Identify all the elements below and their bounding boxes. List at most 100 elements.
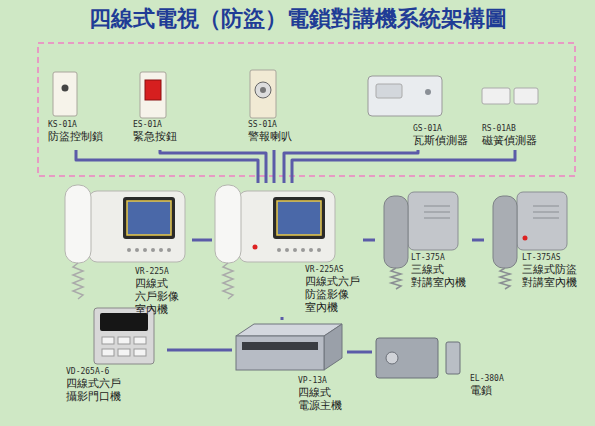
button bbox=[159, 248, 163, 252]
signal-wire bbox=[284, 150, 418, 183]
door-panel bbox=[94, 308, 154, 364]
label-block: LT-375AS三線式防盜 對講室內機 bbox=[522, 253, 577, 289]
device-node: VD-265A-6四線式六戶 攝影門口機 bbox=[62, 305, 167, 413]
terminal-strip bbox=[242, 342, 318, 350]
button bbox=[277, 248, 281, 252]
phone-handset bbox=[65, 185, 91, 263]
label-block: VD-265A-6四線式六戶 攝影門口機 bbox=[66, 367, 121, 403]
lock-cylinder bbox=[386, 352, 398, 364]
button bbox=[301, 248, 305, 252]
coiled-cord bbox=[391, 268, 401, 289]
model-number: GS-01A bbox=[413, 124, 468, 134]
key-switch bbox=[62, 85, 69, 92]
signal-wire bbox=[472, 239, 484, 242]
label-block: VR-225A四線式 六戶影像 室內機 bbox=[135, 267, 179, 316]
sensor-group-frame bbox=[38, 43, 575, 176]
coiled-cord bbox=[73, 263, 83, 299]
grille-line bbox=[533, 212, 559, 213]
grille-line bbox=[533, 218, 559, 219]
key bbox=[134, 349, 146, 356]
device-node: VP-13A四線式 電源主機 bbox=[232, 320, 347, 418]
button bbox=[285, 248, 289, 252]
signal-wire bbox=[281, 317, 284, 320]
device-node: VR-225AS四線式六戶 防盜影像 室內機 bbox=[212, 183, 363, 317]
wall-plate bbox=[53, 72, 77, 116]
signal-wire bbox=[192, 239, 212, 242]
alarm-led bbox=[523, 236, 528, 241]
device-node: SS-01A警報喇叭 bbox=[240, 66, 308, 150]
device-node: GS-01A瓦斯偵測器 bbox=[365, 66, 471, 150]
power-box-front bbox=[236, 336, 324, 370]
device-name: 三線式防盜 對講室內機 bbox=[522, 263, 577, 289]
diagram-title: 四線式電視（防盜）電鎖對講機系統架構圖 bbox=[0, 5, 595, 33]
device-name: 防盜控制鎖 bbox=[48, 130, 103, 143]
model-number: VR-225AS bbox=[305, 265, 360, 275]
device-name: 警報喇叭 bbox=[248, 130, 292, 143]
phone-body bbox=[517, 192, 567, 250]
speaker-grille bbox=[255, 82, 271, 98]
device-name: 瓦斯偵測器 bbox=[413, 134, 468, 147]
model-number: VD-265A-6 bbox=[66, 367, 121, 377]
device-name: 磁簧偵測器 bbox=[482, 134, 537, 147]
signal-wire bbox=[167, 349, 232, 352]
device-node: KS-01A防盜控制鎖 bbox=[40, 66, 112, 150]
device-node: EL-380A電鎖 bbox=[372, 332, 522, 402]
power-box-side bbox=[324, 324, 342, 370]
model-number: LT-375A bbox=[411, 253, 466, 263]
device-name: 電鎖 bbox=[470, 384, 492, 397]
label-block: LT-375A三線式 對講室內機 bbox=[411, 253, 466, 289]
phone-base bbox=[239, 191, 335, 262]
button bbox=[167, 248, 171, 252]
button bbox=[143, 248, 147, 252]
device-name: 三線式 對講室內機 bbox=[411, 263, 466, 289]
model-number: RS-01AB bbox=[482, 124, 537, 134]
lock-strike bbox=[446, 342, 460, 374]
key bbox=[118, 349, 130, 356]
label-block: SS-01A警報喇叭 bbox=[248, 120, 292, 143]
button bbox=[309, 248, 313, 252]
key bbox=[134, 337, 146, 344]
screen bbox=[277, 201, 321, 235]
screen-bezel bbox=[123, 197, 175, 239]
model-number: ES-01A bbox=[133, 120, 177, 130]
button bbox=[127, 248, 131, 252]
button bbox=[151, 248, 155, 252]
device-node: LT-375AS三線式防盜 對講室內機 bbox=[484, 185, 584, 295]
label-block: VR-225AS四線式六戶 防盜影像 室內機 bbox=[305, 265, 360, 314]
model-number: EL-380A bbox=[470, 374, 504, 384]
signal-wire bbox=[363, 239, 375, 242]
key bbox=[102, 349, 114, 356]
device-node: RS-01AB磁簧偵測器 bbox=[478, 66, 552, 150]
button bbox=[317, 248, 321, 252]
grille-line bbox=[424, 206, 450, 207]
grille-line bbox=[424, 212, 450, 213]
wall-plate bbox=[250, 70, 276, 118]
device-name: 緊急按鈕 bbox=[133, 130, 177, 143]
phone-body bbox=[408, 192, 458, 250]
label-block: EL-380A電鎖 bbox=[470, 374, 504, 397]
button bbox=[293, 248, 297, 252]
device-name: 四線式 六戶影像 室內機 bbox=[135, 277, 179, 316]
phone-base bbox=[89, 191, 185, 262]
screen-bezel bbox=[273, 197, 325, 239]
phone-handset bbox=[493, 196, 517, 268]
signal-wire bbox=[273, 150, 276, 183]
emergency-button bbox=[145, 80, 161, 100]
coiled-cord bbox=[223, 263, 233, 299]
device-node: ES-01A緊急按鈕 bbox=[125, 66, 195, 150]
device-node: VR-225A四線式 六戶影像 室內機 bbox=[60, 183, 192, 319]
coiled-cord bbox=[500, 268, 510, 289]
model-number: VP-13A bbox=[298, 376, 342, 386]
button bbox=[135, 248, 139, 252]
alarm-led bbox=[253, 245, 258, 250]
phone-handset bbox=[384, 196, 408, 268]
label-block: GS-01A瓦斯偵測器 bbox=[413, 124, 468, 147]
device-name: 四線式六戶 防盜影像 室內機 bbox=[305, 275, 360, 314]
phone-handset bbox=[215, 185, 241, 263]
label-block: ES-01A緊急按鈕 bbox=[133, 120, 177, 143]
gas-detector-body bbox=[368, 76, 442, 116]
